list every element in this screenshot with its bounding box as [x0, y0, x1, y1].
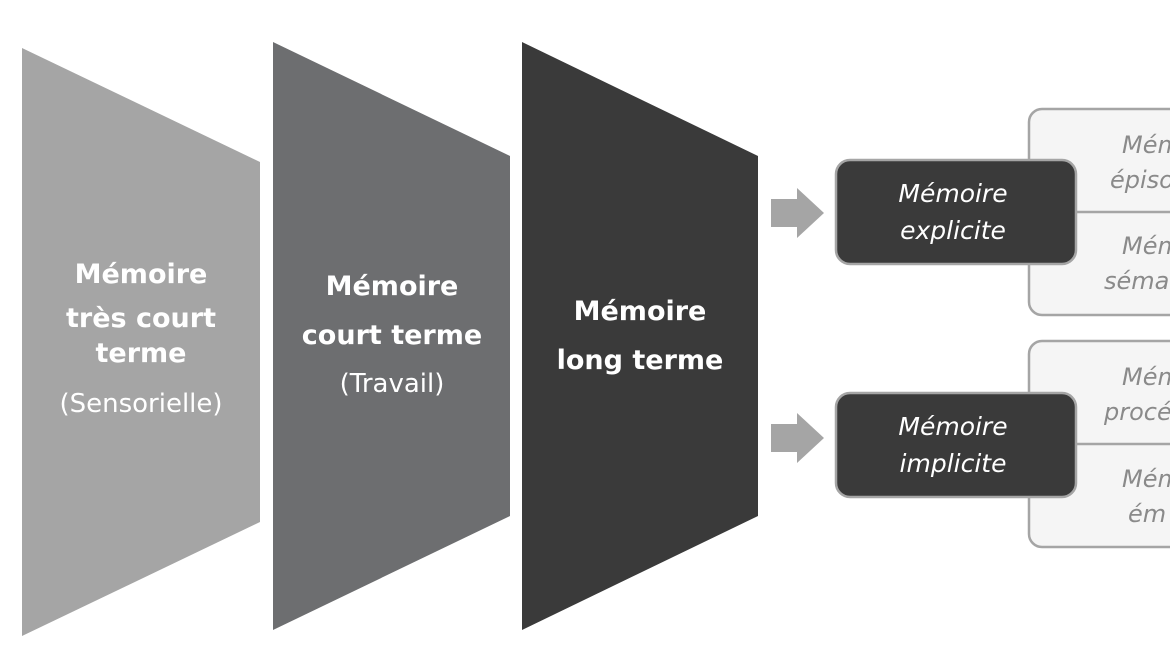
sub-semantic-line-2: séma	[1104, 267, 1169, 295]
explicit-memory-label-1: Mémoire	[898, 179, 1007, 208]
explicit-memory-shape	[834, 158, 1078, 266]
stage-sensory-title-3: terme	[96, 338, 187, 369]
implicit-memory-label-1: Mémoire	[898, 412, 1007, 441]
stage-sensory-title-1: Mémoire	[75, 259, 208, 290]
stage-sensory-subtitle: (Sensorielle)	[59, 389, 222, 419]
stage-long-term-title-2: long terme	[557, 345, 724, 376]
stage-working-title-2: court terme	[302, 320, 482, 351]
stage-long-term: Mémoire long terme	[522, 42, 758, 630]
implicit-memory-label-2: implicite	[900, 449, 1007, 478]
stage-working-shape	[273, 42, 510, 630]
sub-emotional-line-1: Mém	[1122, 465, 1170, 493]
implicit-memory-shape	[834, 391, 1078, 499]
sub-episodic-line-1: Mém	[1122, 131, 1170, 159]
sub-procedural-line-2: procé	[1103, 398, 1170, 426]
explicit-memory-box: Mémoire explicite	[834, 158, 1078, 266]
stage-working-subtitle: (Travail)	[340, 369, 445, 399]
stage-sensory-shape	[22, 48, 260, 636]
arrow-to-explicit	[771, 188, 824, 238]
sub-semantic-line-1: Mém	[1122, 232, 1170, 260]
stage-sensory: Mémoire très court terme (Sensorielle)	[22, 48, 260, 636]
explicit-memory-label-2: explicite	[900, 216, 1006, 245]
sub-procedural-line-1: Mém	[1122, 363, 1170, 391]
arrow-to-implicit	[771, 413, 824, 463]
sub-episodic-line-2: épiso	[1110, 166, 1170, 194]
sub-emotional-line-2: ém	[1128, 500, 1166, 528]
stage-working-title-1: Mémoire	[326, 271, 459, 302]
stage-working: Mémoire court terme (Travail)	[273, 42, 510, 630]
stage-long-term-shape	[522, 42, 758, 630]
stage-sensory-title-2: très court	[66, 303, 216, 334]
implicit-memory-box: Mémoire implicite	[834, 391, 1078, 499]
stage-long-term-title-1: Mémoire	[574, 296, 707, 327]
